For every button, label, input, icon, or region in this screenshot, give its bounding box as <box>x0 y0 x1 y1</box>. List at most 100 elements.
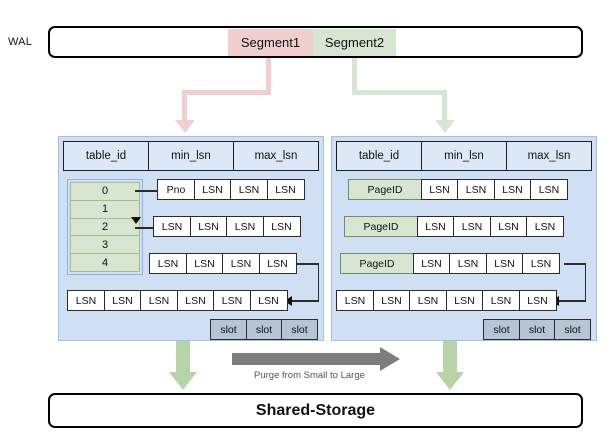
panel-table-right: table_id min_lsn max_lsn PageID LSN LSN … <box>331 136 597 341</box>
lsn-cell[interactable]: LSN <box>489 216 528 237</box>
lsn-row: LSN LSN LSN LSN <box>149 253 297 274</box>
table-id-row[interactable]: 0 <box>71 183 139 201</box>
lsn-cell[interactable]: LSN <box>420 179 459 200</box>
table-id-row[interactable]: 4 <box>101 256 109 269</box>
header-min-lsn: min_lsn <box>149 142 234 170</box>
segment1-connector-horizontal <box>182 90 271 95</box>
lsn-cell[interactable]: LSN <box>493 179 532 200</box>
lsn-bottom-row: LSN LSN LSN LSN LSN LSN <box>67 290 288 311</box>
table-id-row[interactable]: 2 <box>71 219 139 237</box>
segment2-arrowhead <box>434 120 455 133</box>
panel-table-left: table_id min_lsn max_lsn 0 1 2 3 4 Pno L… <box>58 136 324 341</box>
lsn-cell[interactable]: LSN <box>445 290 484 311</box>
lsn-cell[interactable]: LSN <box>416 216 455 237</box>
lsn-cell[interactable]: LSN <box>522 253 560 274</box>
lsn-row: LSN LSN LSN LSN <box>153 216 301 237</box>
purge-label: Purge from Small to Large <box>254 370 365 381</box>
lsn-cell[interactable]: LSN <box>185 253 224 274</box>
right-flush-arrow-head <box>436 372 464 390</box>
wrap-connector-arrowhead <box>284 296 292 306</box>
slot-cell[interactable]: slot <box>554 319 591 340</box>
table-id-row[interactable]: 1 <box>71 201 139 219</box>
lsn-cell[interactable]: LSN <box>526 216 564 237</box>
slot-row: slot slot slot <box>483 319 591 340</box>
slot-cell[interactable]: slot <box>210 319 247 340</box>
lsn-cell[interactable]: LSN <box>518 290 557 311</box>
slot-row: slot slot slot <box>210 319 318 340</box>
lsn-cell[interactable]: LSN <box>140 290 178 311</box>
lsn-cell[interactable]: LSN <box>226 216 264 237</box>
id-pointer-caret-icon <box>131 217 141 224</box>
wrap-connector-horizontal-bottom <box>558 300 586 302</box>
header-table-id: table_id <box>337 142 422 170</box>
lsn-cell[interactable]: LSN <box>153 216 191 237</box>
lsn-cell[interactable]: LSN <box>453 216 491 237</box>
table-id-list: 0 1 2 3 4 <box>70 182 140 272</box>
pageid-cell[interactable]: PageID <box>344 216 418 237</box>
lsn-cell[interactable]: LSN <box>67 290 105 311</box>
segment1-arrowhead <box>174 120 195 133</box>
lsn-cell[interactable]: LSN <box>336 290 374 311</box>
lsn-cell[interactable]: LSN <box>412 253 451 274</box>
lsn-cell[interactable]: LSN <box>230 179 268 200</box>
panel-left-header: table_id min_lsn max_lsn <box>63 141 319 171</box>
lsn-cell[interactable]: LSN <box>193 179 232 200</box>
lsn-cell[interactable]: LSN <box>409 290 447 311</box>
header-max-lsn: max_lsn <box>254 150 298 162</box>
id-pointer-line-row2 <box>135 227 157 229</box>
lsn-cell[interactable]: LSN <box>485 253 524 274</box>
header-min-lsn: min_lsn <box>422 142 507 170</box>
lsn-bottom-row: LSN LSN LSN LSN LSN LSN <box>336 290 557 311</box>
wrap-connector-horizontal-top <box>564 263 586 265</box>
lsn-cell[interactable]: LSN <box>482 290 520 311</box>
panel-right-header: table_id min_lsn max_lsn <box>336 141 592 171</box>
shared-storage-label: Shared-Storage <box>255 401 376 419</box>
lsn-cell[interactable]: Pno <box>157 179 195 200</box>
wal-segment-2[interactable]: Segment2 <box>313 28 396 56</box>
lsn-row: Pno LSN LSN LSN <box>157 179 305 200</box>
slot-cell[interactable]: slot <box>281 319 318 340</box>
lsn-cell[interactable]: LSN <box>530 179 568 200</box>
wrap-connector-horizontal-bottom <box>291 300 319 302</box>
lsn-cell[interactable]: LSN <box>189 216 228 237</box>
pageid-cell[interactable]: PageID <box>340 253 414 274</box>
shared-storage-box: Shared-Storage <box>48 393 583 428</box>
lsn-cell[interactable]: LSN <box>266 179 305 200</box>
pageid-cell[interactable]: PageID <box>348 179 422 200</box>
lsn-cell[interactable]: LSN <box>262 216 301 237</box>
lsn-cell[interactable]: LSN <box>103 290 142 311</box>
segment2-connector-horizontal <box>352 90 447 95</box>
slot-cell[interactable]: slot <box>518 319 556 340</box>
slot-cell[interactable]: slot <box>483 319 520 340</box>
wrap-connector-vertical <box>584 263 586 301</box>
lsn-cell[interactable]: LSN <box>449 253 487 274</box>
segment1-connector-vertical-b <box>182 90 187 120</box>
header-max-lsn: max_lsn <box>527 150 571 162</box>
lsn-cell[interactable]: LSN <box>222 253 260 274</box>
lsn-cell[interactable]: LSN <box>457 179 495 200</box>
wal-segment-1[interactable]: Segment1 <box>228 28 313 56</box>
wrap-connector-horizontal-top <box>297 263 319 265</box>
lsn-cell[interactable]: LSN <box>258 253 297 274</box>
segment2-connector-vertical-b <box>442 90 447 120</box>
pageid-row: PageID LSN LSN LSN LSN <box>344 216 564 237</box>
lsn-cell[interactable]: LSN <box>176 290 215 311</box>
lsn-cell[interactable]: LSN <box>213 290 251 311</box>
purge-arrow-stem <box>232 353 380 365</box>
table-id-list-container: 0 1 2 3 4 <box>67 179 143 275</box>
header-table-id: table_id <box>64 142 149 170</box>
lsn-cell[interactable]: LSN <box>372 290 411 311</box>
segment1-connector-vertical-a <box>266 58 271 94</box>
id-pointer-line-row0 <box>135 190 157 192</box>
lsn-cell[interactable]: LSN <box>149 253 187 274</box>
pageid-row: PageID LSN LSN LSN LSN <box>340 253 560 274</box>
segment2-connector-vertical-a <box>352 58 357 94</box>
slot-cell[interactable]: slot <box>245 319 283 340</box>
pageid-row: PageID LSN LSN LSN LSN <box>348 179 568 200</box>
wal-label: WAL <box>8 36 33 48</box>
left-flush-arrow-stem <box>176 341 190 373</box>
right-flush-arrow-stem <box>443 341 457 373</box>
table-id-row[interactable]: 3 <box>71 236 139 255</box>
lsn-cell[interactable]: LSN <box>249 290 288 311</box>
